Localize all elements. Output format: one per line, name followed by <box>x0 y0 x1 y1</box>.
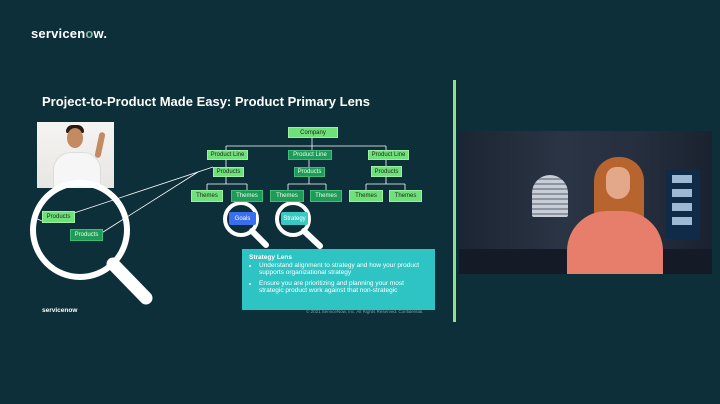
company-node: Company <box>288 127 338 138</box>
strategy-magnifier-icon <box>275 201 323 249</box>
product-line-node: Product Line <box>288 150 332 160</box>
themes-node: Themes <box>270 190 304 202</box>
product-line-node: Product Line <box>368 150 409 160</box>
products-node: Products <box>213 167 244 177</box>
magnified-products-node: Products <box>42 211 75 223</box>
themes-node: Themes <box>191 190 223 202</box>
themes-node: Themes <box>389 190 422 202</box>
slide-divider <box>453 80 456 322</box>
goals-magnifier-icon <box>223 201 269 248</box>
person-photo <box>37 122 114 188</box>
themes-node: Themes <box>349 190 383 202</box>
callout-bullet: Understand alignment to strategy and how… <box>259 262 429 277</box>
product-line-node: Product Line <box>207 150 248 160</box>
strategy-node: Strategy <box>281 212 308 225</box>
products-node: Products <box>294 167 325 177</box>
fine-print: © 2021 ServiceNow, Inc. All Rights Reser… <box>306 309 424 314</box>
servicenow-logo: servicenow. <box>31 26 108 41</box>
magnified-products-node: Products <box>70 229 103 241</box>
callout-bullet: Ensure you are prioritizing and planning… <box>259 280 429 295</box>
slide-title: Project-to-Product Made Easy: Product Pr… <box>42 94 370 109</box>
products-node: Products <box>371 166 402 177</box>
themes-node: Themes <box>310 190 342 202</box>
presenter-video <box>459 131 712 274</box>
large-magnifier-icon <box>30 180 153 305</box>
goals-node: Goals <box>229 212 256 225</box>
callout-heading: Strategy Lens <box>249 254 292 261</box>
footer-logo: servicenow <box>42 307 78 314</box>
themes-node: Themes <box>231 190 263 202</box>
strategy-lens-callout: Strategy Lens Understand alignment to st… <box>242 249 435 310</box>
